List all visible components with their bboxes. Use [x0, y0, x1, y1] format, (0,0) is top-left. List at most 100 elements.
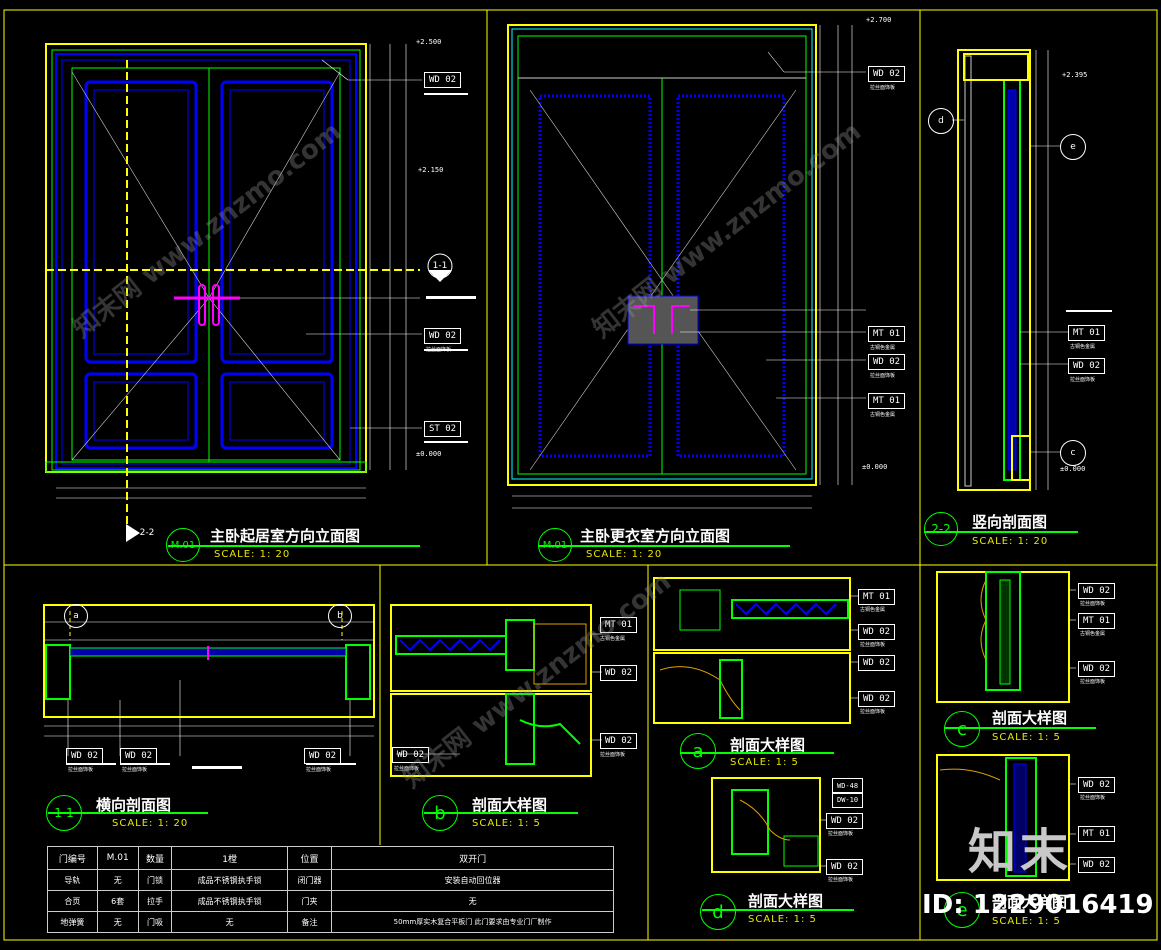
material-tag: WD 02: [826, 859, 864, 875]
sec11-scale: SCALE: 1: 20: [112, 818, 189, 829]
table-cell: 6套: [96, 890, 139, 912]
elev1-scale: SCALE: 1: 20: [214, 549, 291, 560]
detail-c-id-bubble: c: [944, 711, 980, 747]
table-row: 导轨无门锁成品不锈钢执手锁闭门器安装自动回位器: [47, 869, 614, 891]
table-cell: 导轨: [47, 869, 98, 891]
material-note: 拉丝面饰板: [68, 767, 94, 773]
material-tag: WD 02: [600, 733, 638, 749]
detail-marker-b: b: [328, 604, 352, 628]
table-cell: 1樘: [171, 846, 288, 870]
level-mark: +2.150: [418, 166, 444, 174]
material-tag: WD 02: [600, 665, 638, 681]
table-cell: 闭门器: [286, 869, 333, 891]
section-marker-2-2: 2-2: [139, 528, 155, 538]
material-note: 拉丝面饰板: [860, 642, 886, 648]
material-tag: MT 01: [600, 617, 638, 633]
table-cell: 合页: [47, 890, 98, 912]
material-tag: WD 02: [66, 748, 104, 764]
table-cell: 安装自动回位器: [331, 869, 614, 891]
material-tag: WD 02: [304, 748, 342, 764]
material-tag: MT 01: [858, 589, 896, 605]
material-tag: ST 02: [424, 421, 462, 437]
detail-b: [390, 604, 602, 777]
level-mark: ±0.000: [1060, 465, 1086, 473]
detail-d-title: 剖面大样图: [748, 892, 824, 910]
material-note: 拉丝面饰板: [828, 831, 854, 837]
table-cell: 备注: [286, 911, 333, 933]
detail-d-scale: SCALE: 1: 5: [748, 914, 817, 925]
material-note: 古铜色金属: [870, 412, 896, 418]
sec22-scale: SCALE: 1: 20: [972, 536, 1049, 547]
table-cell: M.01: [96, 846, 139, 870]
table-cell: 位置: [286, 846, 333, 870]
material-tag: WD 02: [1068, 358, 1106, 374]
elev2-scale: SCALE: 1: 20: [586, 549, 663, 560]
detail-c-title: 剖面大样图: [992, 709, 1068, 727]
table-cell: 双开门: [331, 846, 614, 870]
detail-d-id-bubble: d: [700, 894, 736, 930]
material-tag: WD 02: [120, 748, 158, 764]
material-tag: WD 02: [826, 813, 864, 829]
level-mark: +2.395: [1062, 71, 1088, 79]
material-note: 拉丝面饰板: [1070, 377, 1096, 383]
image-id-label: ID: 1229016419: [922, 890, 1154, 920]
material-note: 古铜色金属: [600, 636, 626, 642]
material-tag: DW-10: [832, 792, 864, 808]
detail-b-title: 剖面大样图: [472, 796, 548, 814]
table-cell: 无: [331, 890, 614, 912]
brand-logo: 知末: [968, 824, 1073, 880]
detail-b-id-bubble: b: [422, 795, 458, 831]
material-tag: WD 02: [392, 747, 430, 763]
table-cell: 地弹簧: [47, 911, 98, 933]
level-mark: ±0.000: [862, 463, 888, 471]
section-2-2: [952, 49, 1112, 491]
material-tag: WD 02: [1078, 777, 1116, 793]
material-tag: MT 01: [868, 393, 906, 409]
section-1-1: [43, 604, 375, 769]
material-tag: WD 02: [424, 72, 462, 88]
material-tag: MT 01: [1078, 826, 1116, 842]
material-tag: WD 02: [858, 655, 896, 671]
material-note: 拉丝面饰板: [860, 709, 886, 715]
material-tag: WD-48: [832, 778, 864, 794]
detail-e-scale: SCALE: 1: 5: [992, 916, 1061, 927]
detail-marker-e: e: [1060, 134, 1086, 160]
table-cell: 无: [171, 911, 288, 933]
material-tag: WD 02: [1078, 661, 1116, 677]
material-tag: WD 02: [424, 328, 462, 344]
section-marker-1-1: 1-1: [432, 261, 448, 271]
table-cell: 50mm厚实木复合平板门 此门要求由专业门厂制作: [331, 911, 614, 933]
level-mark: +2.700: [866, 16, 892, 24]
detail-marker-c: c: [1060, 440, 1086, 466]
material-note: 拉丝面饰板: [122, 767, 148, 773]
material-note: 拉丝面饰板: [870, 373, 896, 379]
material-note: 拉丝面饰板: [394, 766, 420, 772]
detail-a-title: 剖面大样图: [730, 736, 806, 754]
sec11-title: 横向剖面图: [96, 796, 172, 814]
material-tag: MT 01: [1068, 325, 1106, 341]
table-cell: 门编号: [47, 846, 98, 870]
material-note: 拉丝面饰板: [600, 752, 626, 758]
level-mark: +2.500: [416, 38, 442, 46]
material-note: 拉丝面饰板: [1080, 679, 1106, 685]
detail-c: [936, 571, 1076, 703]
table-cell: 门吸: [137, 911, 173, 933]
detail-a-scale: SCALE: 1: 5: [730, 757, 799, 768]
material-tag: WD 02: [1078, 583, 1116, 599]
material-tag: MT 01: [868, 326, 906, 342]
table-cell: 无: [96, 869, 139, 891]
detail-d: [711, 777, 826, 873]
elevation-1-door: [45, 43, 476, 542]
detail-e-id-bubble: e: [944, 892, 980, 928]
material-tag: WD 02: [858, 624, 896, 640]
detail-a-id-bubble: a: [680, 733, 716, 769]
material-tag: WD 02: [1078, 857, 1116, 873]
material-note: 古铜色金属: [860, 607, 886, 613]
elev2-id-bubble: M.01: [538, 528, 572, 562]
sheet-border: [3, 9, 1158, 941]
